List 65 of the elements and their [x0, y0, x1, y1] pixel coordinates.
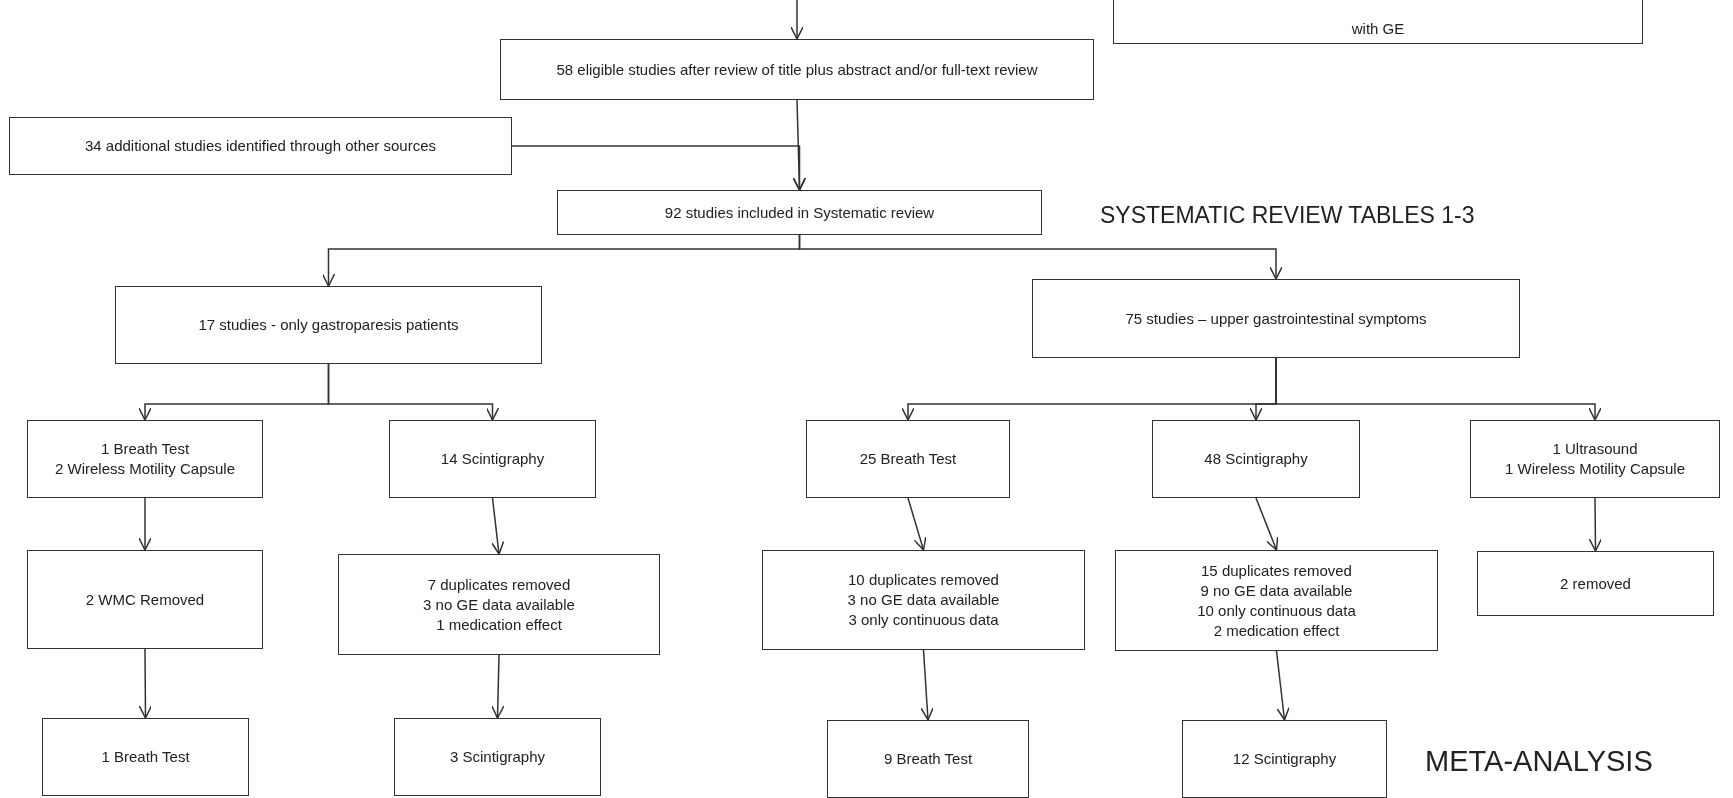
arrow — [790, 0, 804, 40]
section-heading: META-ANALYSIS — [1425, 744, 1653, 779]
box-text: 10 duplicates removed — [848, 570, 999, 590]
box-text: 3 no GE data available — [847, 590, 1000, 610]
process-box — [1182, 720, 1387, 798]
box-text: 9 Breath Test — [883, 749, 973, 769]
process-box — [1152, 420, 1360, 498]
arrow — [327, 363, 500, 421]
arrow — [138, 497, 152, 551]
process-box — [27, 420, 263, 498]
arrow — [511, 145, 807, 191]
arrow — [138, 648, 153, 719]
arrow — [490, 497, 505, 555]
process-box — [115, 286, 542, 364]
process-box — [1032, 279, 1520, 358]
process-box — [338, 554, 660, 655]
arrow — [1588, 497, 1603, 552]
box-text: 1 Ultrasound — [1552, 439, 1638, 459]
box-text: 14 Scintigraphy — [440, 449, 545, 469]
section-heading: SYSTEMATIC REVIEW TABLES 1-3 — [1100, 201, 1475, 230]
box-text: 1 medication effect — [436, 614, 562, 635]
arrow — [920, 649, 934, 721]
box-text: 2 Wireless Motility Capsule — [54, 459, 236, 479]
process-box — [42, 718, 249, 796]
process-box — [27, 550, 263, 649]
box-text: 1 Breath Test — [100, 439, 190, 459]
box-text: 1 Breath Test — [101, 747, 190, 767]
arrow — [1275, 357, 1602, 421]
box-text: 17 studies - only gastroparesis patients — [198, 315, 459, 335]
process-box — [1115, 550, 1438, 651]
box-text: 9 no GE data available — [1200, 580, 1353, 601]
box-text: 3 Scintigraphy — [449, 747, 546, 767]
process-box — [1477, 551, 1714, 616]
box-text: 12 Scintigraphy — [1232, 749, 1337, 769]
process-box — [557, 190, 1042, 235]
arrow — [1275, 650, 1290, 721]
box-text: 3 only continuous data — [848, 610, 999, 630]
box-text: 2 WMC Removed — [85, 589, 205, 610]
arrow — [491, 654, 505, 719]
arrow — [798, 234, 1283, 280]
box-text: 58 eligible studies after review of title plus abstract and/or full-text review — [556, 59, 1038, 80]
process-box — [762, 550, 1085, 650]
arrow — [1255, 497, 1279, 551]
box-text: 7 duplicates removed — [427, 574, 571, 595]
box-text: 2 removed — [1560, 573, 1631, 594]
arrow — [907, 497, 927, 551]
process-box — [9, 117, 512, 175]
box-text: 92 studies included in Systematic review — [664, 202, 935, 223]
process-box — [394, 718, 601, 796]
process-box — [389, 420, 596, 498]
process-box — [806, 420, 1010, 498]
process-box — [827, 720, 1029, 798]
box-text: 48 Scintigraphy — [1204, 449, 1308, 469]
process-box — [500, 39, 1094, 100]
process-box — [1113, 0, 1643, 44]
process-box — [1470, 420, 1720, 498]
box-text: 3 no GE data available — [423, 594, 575, 615]
box-text: 25 Breath Test — [859, 449, 957, 469]
box-text: with GE — [1351, 19, 1405, 39]
box-text: 75 studies – upper gastrointestinal symptoms — [1125, 308, 1427, 329]
box-text: 10 only continuous data — [1197, 600, 1356, 621]
box-text: 15 duplicates removed — [1201, 560, 1352, 581]
box-text: 34 additional studies identified through other sources — [84, 136, 437, 156]
box-text: 2 medication effect — [1213, 620, 1340, 641]
box-text: 1 Wireless Motility Capsule — [1504, 459, 1686, 479]
